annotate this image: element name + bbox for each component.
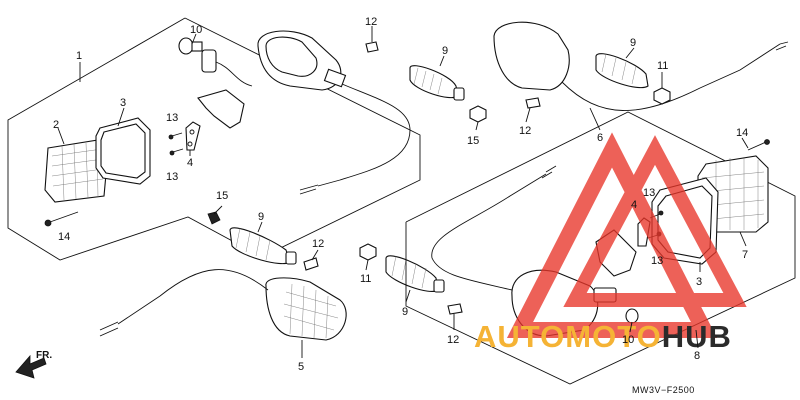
label-11-mid: 11 bbox=[360, 273, 371, 285]
top-rubber-mount bbox=[409, 65, 465, 101]
label-13-b: 13 bbox=[166, 171, 178, 183]
label-4-left: 4 bbox=[187, 157, 193, 169]
label-9-mid: 9 bbox=[258, 211, 264, 223]
label-10-bottom: 10 bbox=[622, 334, 634, 346]
label-3-right: 3 bbox=[696, 276, 702, 288]
top-nut bbox=[469, 105, 487, 123]
watermark-triangle-inner bbox=[563, 135, 747, 307]
watermark-logo bbox=[506, 132, 747, 338]
label-15-mid: 15 bbox=[216, 190, 228, 202]
left-bracket bbox=[168, 121, 201, 156]
left-top-bolt bbox=[365, 32, 379, 53]
bottom-left-assembly bbox=[99, 211, 347, 341]
right-assembly-frame bbox=[405, 111, 796, 385]
label-13-c: 13 bbox=[643, 187, 655, 199]
watermark-triangle bbox=[506, 132, 718, 338]
label-2: 2 bbox=[53, 119, 59, 131]
label-9-top: 9 bbox=[442, 45, 448, 57]
label-12-mid: 12 bbox=[519, 125, 531, 137]
mid-nut bbox=[359, 243, 377, 261]
front-label: FR. bbox=[36, 350, 52, 361]
label-10-top: 10 bbox=[190, 24, 202, 36]
label-11-top-right: 11 bbox=[657, 60, 668, 72]
watermark-text: AUTOMOTOHUB bbox=[474, 319, 732, 354]
label-14-right: 14 bbox=[736, 127, 748, 139]
left-bulb-socket bbox=[178, 37, 253, 87]
mid-screw bbox=[447, 303, 463, 315]
label-12-top: 12 bbox=[365, 16, 377, 28]
part-labels: 1 2 3 4 10 12 13 13 14 9 15 9 11 12 6 14… bbox=[53, 16, 748, 373]
leader-lines bbox=[57, 26, 749, 358]
left-indicator-housing bbox=[257, 30, 411, 195]
label-15-top: 15 bbox=[467, 135, 479, 147]
label-14-left: 14 bbox=[58, 231, 70, 243]
label-13-a: 13 bbox=[166, 112, 178, 124]
front-direction-arrow bbox=[15, 354, 47, 379]
label-9-top-right: 9 bbox=[630, 37, 636, 49]
left-screw bbox=[44, 211, 79, 227]
left-assembly-frame bbox=[7, 17, 421, 261]
label-12-left-mid: 12 bbox=[312, 238, 324, 250]
label-6: 6 bbox=[597, 132, 603, 144]
label-1: 1 bbox=[76, 50, 82, 62]
label-3-left: 3 bbox=[120, 97, 126, 109]
label-9-bottom: 9 bbox=[402, 306, 408, 318]
label-7: 7 bbox=[742, 249, 748, 261]
label-8: 8 bbox=[694, 350, 700, 362]
left-socket-bracket bbox=[197, 89, 245, 129]
label-4-right: 4 bbox=[631, 199, 637, 211]
label-12-bottom: 12 bbox=[447, 334, 459, 346]
right-top-housing bbox=[493, 21, 789, 111]
label-13-d: 13 bbox=[651, 255, 663, 267]
mid-rubber-mount bbox=[385, 255, 445, 293]
right-screw-14 bbox=[747, 141, 767, 151]
diagram-code: MW3V−F2500 bbox=[632, 385, 695, 395]
label-5: 5 bbox=[298, 361, 304, 373]
